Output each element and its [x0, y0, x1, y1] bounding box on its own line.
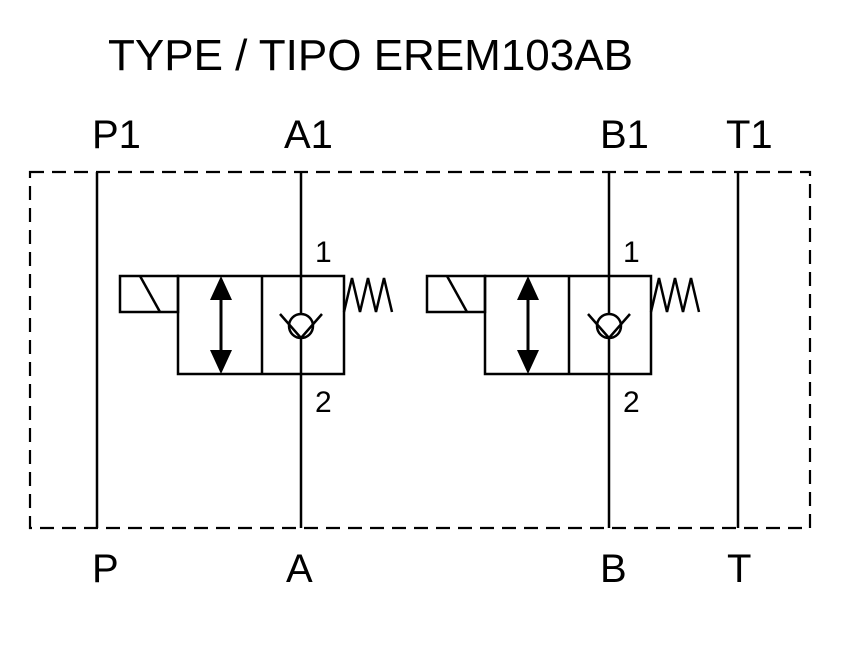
port-label-a: A: [286, 547, 313, 591]
solenoid-icon: [118, 274, 180, 314]
check-valve-icon: [279, 312, 323, 340]
diagram-title: TYPE / TIPO EREM103AB: [108, 31, 633, 80]
port-label-b1: B1: [600, 113, 649, 157]
port-label-b: B: [600, 547, 627, 591]
check-valve-icon: [587, 312, 631, 340]
valve-a-port-2: 2: [315, 386, 332, 419]
valve-b: 1 2: [425, 172, 701, 528]
spring-icon: [649, 277, 701, 313]
port-label-t: T: [727, 547, 751, 591]
port-label-p: P: [92, 547, 119, 591]
valve-a: 1 2: [118, 172, 394, 528]
port-label-a1: A1: [284, 113, 333, 157]
solenoid-icon: [425, 274, 487, 314]
valve-b-port-2: 2: [623, 386, 640, 419]
valve-a-port-1: 1: [315, 236, 332, 269]
valve-b-port-1: 1: [623, 236, 640, 269]
port-label-p1: P1: [92, 113, 141, 157]
double-arrow-icon: [517, 276, 539, 374]
double-arrow-icon: [210, 276, 232, 374]
port-label-t1: T1: [726, 113, 773, 157]
manifold-boundary: [28, 170, 812, 530]
spring-icon: [342, 277, 394, 313]
